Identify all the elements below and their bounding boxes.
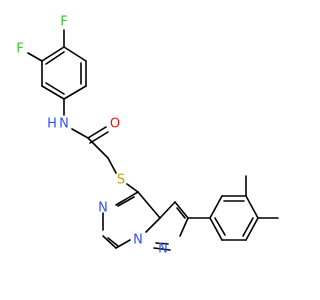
bond-nh-co bbox=[71, 128, 89, 139]
bond-co-2 bbox=[89, 131, 109, 144]
atom-hydrogen-amide: H bbox=[47, 117, 57, 132]
bond-ch2-s bbox=[107, 157, 117, 174]
molecule-canvas: F F N H O S N N N bbox=[16, 15, 279, 257]
atom-nitrogen-pyrazine: N bbox=[98, 201, 108, 216]
difluorophenyl-ring bbox=[41, 46, 87, 100]
pyrazole-ring bbox=[153, 201, 189, 251]
atom-fluorine-top: F bbox=[60, 15, 67, 30]
bond-c-ch2 bbox=[87, 137, 109, 159]
dimethylphenyl-ring bbox=[209, 195, 259, 241]
atom-fluorine-left: F bbox=[16, 42, 23, 57]
pyrazine-ring bbox=[102, 191, 161, 249]
atom-sulfur: S bbox=[117, 173, 125, 188]
atom-nitrogen-amide: N bbox=[59, 117, 69, 132]
atom-nitrogen-pyrazole: N bbox=[158, 242, 168, 257]
atom-nitrogen-bridgehead: N bbox=[133, 233, 143, 248]
molecule-structure: F F N H O S N N N bbox=[16, 15, 279, 257]
bond-co-1 bbox=[87, 126, 107, 139]
bond-cf-left bbox=[27, 52, 43, 62]
bond-s-c bbox=[126, 183, 139, 193]
atom-oxygen-carbonyl: O bbox=[110, 117, 120, 132]
